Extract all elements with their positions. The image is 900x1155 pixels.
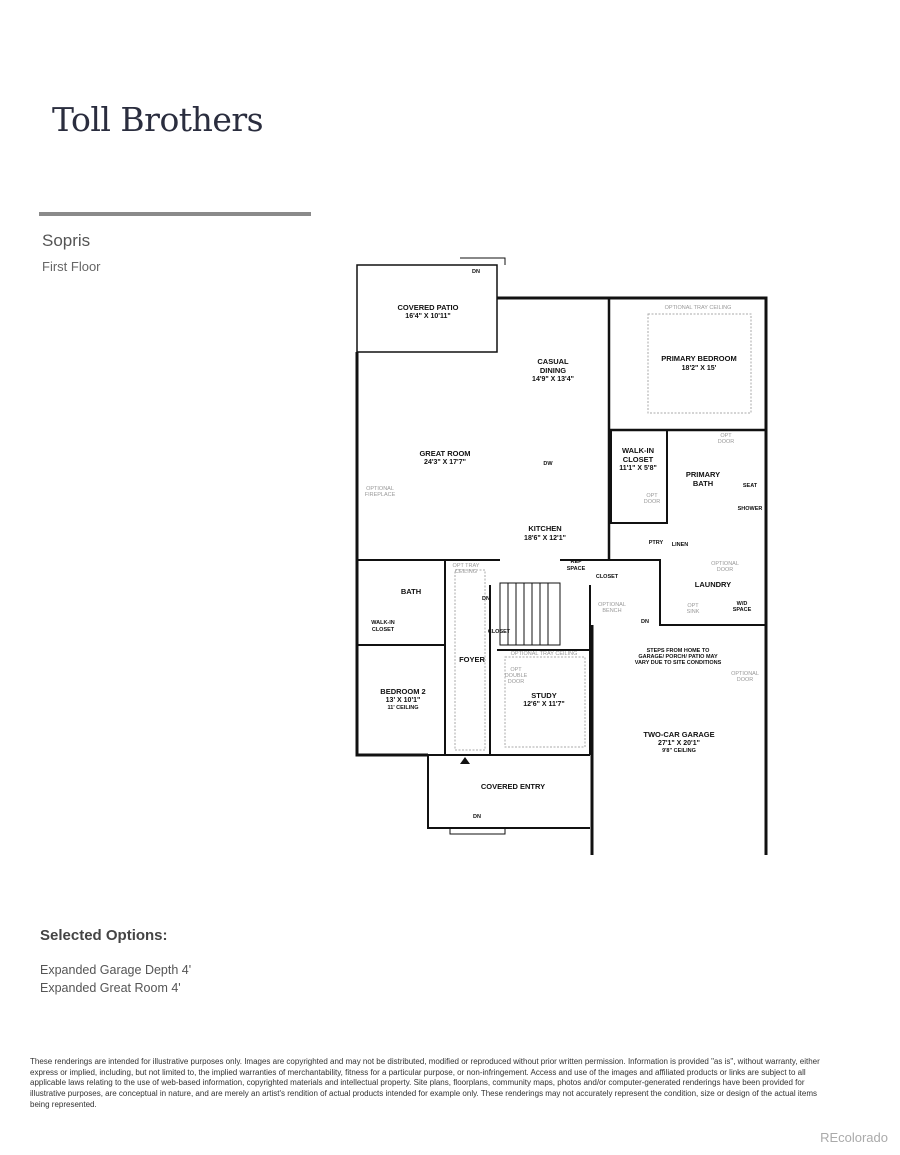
- svg-text:DOUBLE: DOUBLE: [505, 673, 528, 679]
- svg-text:LAUNDRY: LAUNDRY: [695, 580, 731, 589]
- svg-text:GARAGE/ PORCH/ PATIO MAY: GARAGE/ PORCH/ PATIO MAY: [638, 654, 718, 660]
- svg-text:SHOWER: SHOWER: [738, 506, 763, 512]
- svg-text:DOOR: DOOR: [737, 677, 754, 683]
- svg-text:18'2" X 15': 18'2" X 15': [682, 365, 717, 372]
- svg-text:11'1" X 5'8": 11'1" X 5'8": [619, 465, 657, 472]
- svg-text:GREAT ROOM: GREAT ROOM: [419, 449, 470, 458]
- svg-text:REF: REF: [571, 559, 583, 565]
- svg-text:TWO-CAR GARAGE: TWO-CAR GARAGE: [643, 730, 714, 739]
- svg-text:PRIMARY: PRIMARY: [686, 470, 720, 479]
- svg-text:DOOR: DOOR: [718, 439, 735, 445]
- svg-text:FIREPLACE: FIREPLACE: [365, 492, 396, 498]
- svg-text:OPTIONAL: OPTIONAL: [598, 602, 626, 608]
- svg-text:BENCH: BENCH: [602, 608, 621, 614]
- svg-text:DN: DN: [473, 814, 481, 820]
- svg-text:VARY DUE TO SITE CONDITIONS: VARY DUE TO SITE CONDITIONS: [635, 660, 722, 666]
- svg-text:STEPS FROM HOME TO: STEPS FROM HOME TO: [647, 648, 711, 654]
- svg-text:27'1" X 20'1": 27'1" X 20'1": [658, 740, 700, 747]
- svg-text:BATH: BATH: [401, 587, 421, 596]
- svg-text:18'6" X 12'1": 18'6" X 12'1": [524, 535, 566, 542]
- svg-text:SPACE: SPACE: [567, 566, 586, 572]
- selected-option: Expanded Great Room 4': [40, 981, 181, 995]
- disclaimer: These renderings are intended for illust…: [30, 1057, 820, 1109]
- svg-text:PTRY: PTRY: [649, 540, 664, 546]
- selected-option: Expanded Garage Depth 4': [40, 963, 192, 977]
- svg-text:OPTIONAL TRAY CEILING: OPTIONAL TRAY CEILING: [511, 651, 578, 657]
- svg-text:KITCHEN: KITCHEN: [528, 524, 561, 533]
- stairs: [499, 582, 561, 646]
- svg-text:DINING: DINING: [540, 366, 566, 375]
- divider: [39, 212, 311, 216]
- svg-text:WALK-IN: WALK-IN: [622, 446, 654, 455]
- svg-text:LINEN: LINEN: [672, 542, 689, 548]
- plan-name: Sopris: [42, 231, 91, 250]
- svg-text:24'3" X 17'7": 24'3" X 17'7": [424, 459, 466, 466]
- svg-text:COVERED PATIO: COVERED PATIO: [398, 303, 459, 312]
- svg-text:14'9" X 13'4": 14'9" X 13'4": [532, 376, 574, 383]
- svg-text:OPT TRAY: OPT TRAY: [453, 563, 480, 569]
- svg-text:W/D: W/D: [737, 601, 748, 607]
- svg-text:BEDROOM 2: BEDROOM 2: [380, 687, 425, 696]
- svg-text:CLOSET: CLOSET: [372, 627, 395, 633]
- svg-text:CEILING: CEILING: [455, 569, 477, 575]
- svg-text:DOOR: DOOR: [508, 679, 525, 685]
- svg-text:DOOR: DOOR: [717, 567, 734, 573]
- svg-text:CLOSET: CLOSET: [488, 629, 511, 635]
- svg-text:OPT: OPT: [687, 603, 699, 609]
- room-labels: COVERED PATIO 16'4" X 10'11" CASUAL DINI…: [371, 303, 736, 791]
- svg-text:13' X 10'1": 13' X 10'1": [386, 697, 421, 704]
- svg-text:CASUAL: CASUAL: [537, 357, 569, 366]
- svg-text:PRIMARY BEDROOM: PRIMARY BEDROOM: [661, 354, 736, 363]
- svg-text:FOYER: FOYER: [459, 655, 485, 664]
- svg-text:DN: DN: [472, 269, 480, 275]
- walls: [355, 257, 768, 855]
- svg-text:11' CEILING: 11' CEILING: [388, 705, 419, 711]
- entry-arrow-icon: [460, 757, 470, 764]
- svg-text:WALK-IN: WALK-IN: [371, 620, 395, 626]
- svg-text:CLOSET: CLOSET: [596, 574, 619, 580]
- svg-text:DW: DW: [543, 461, 553, 467]
- toll-brothers-logo: Toll Brothers: [52, 100, 264, 139]
- svg-text:OPTIONAL: OPTIONAL: [731, 671, 759, 677]
- svg-text:CLOSET: CLOSET: [623, 455, 654, 464]
- svg-text:OPTIONAL TRAY CEILING: OPTIONAL TRAY CEILING: [665, 305, 732, 311]
- svg-text:OPTIONAL: OPTIONAL: [366, 486, 394, 492]
- svg-text:BATH: BATH: [693, 479, 713, 488]
- recolorado-watermark: REcolorado: [820, 1130, 888, 1145]
- svg-text:DOOR: DOOR: [644, 499, 661, 505]
- optional-tray-ceilings: [454, 313, 752, 751]
- svg-text:DN: DN: [482, 596, 490, 602]
- floor-name: First Floor: [42, 259, 101, 274]
- svg-text:OPT: OPT: [720, 433, 732, 439]
- svg-text:SPACE: SPACE: [733, 607, 752, 613]
- svg-text:OPT: OPT: [646, 493, 658, 499]
- svg-text:DN: DN: [641, 619, 649, 625]
- svg-text:OPT: OPT: [510, 667, 522, 673]
- svg-text:9'8" CEILING: 9'8" CEILING: [662, 748, 696, 754]
- svg-text:12'6" X 11'7": 12'6" X 11'7": [523, 701, 565, 708]
- svg-text:SINK: SINK: [687, 609, 700, 615]
- svg-text:OPTIONAL: OPTIONAL: [711, 561, 739, 567]
- svg-text:COVERED ENTRY: COVERED ENTRY: [481, 782, 545, 791]
- svg-text:16'4" X 10'11": 16'4" X 10'11": [405, 313, 450, 320]
- selected-options-title: Selected Options:: [40, 927, 168, 944]
- svg-text:STUDY: STUDY: [531, 691, 556, 700]
- svg-text:SEAT: SEAT: [743, 483, 758, 489]
- plan-annotations: DN DN DN DN DW SEAT SHOWER OPTIONAL TRAY…: [365, 269, 763, 820]
